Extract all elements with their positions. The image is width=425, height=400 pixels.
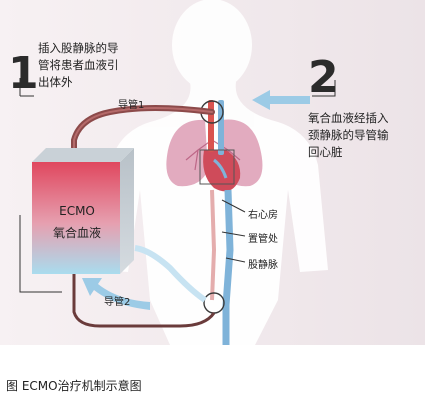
catheter-2-tube bbox=[72, 268, 216, 328]
step-1-line-3: 出体外 bbox=[38, 75, 73, 89]
femoral-vein-label: 股静脉 bbox=[248, 260, 278, 271]
catheter-1-label: 导管1 bbox=[118, 100, 145, 111]
arrow-to-neck bbox=[252, 90, 310, 110]
catheter-2-label: 导管2 bbox=[104, 297, 131, 308]
ecmo-machine bbox=[32, 148, 134, 274]
leader-lines bbox=[221, 199, 246, 263]
ecmo-machine-desc: 氧合血液 bbox=[52, 226, 101, 240]
figure-caption: 图 ECMO治疗机制示意图 bbox=[6, 379, 142, 393]
ecmo-machine-name: ECMO bbox=[59, 204, 95, 218]
right-atrium-box bbox=[199, 149, 235, 185]
right-atrium-label: 右心房 bbox=[248, 210, 278, 221]
step-1-line-1: 插入股静脉的导 bbox=[38, 41, 119, 55]
step-2-line-1: 氧合血液经插入 bbox=[308, 111, 389, 125]
flow-arrows bbox=[82, 90, 310, 310]
ecmo-diagram: 1 插入股静脉的导 管将患者血液引 出体外 2 氧合血液经插入 颈静脉的导管输 … bbox=[0, 0, 425, 345]
step-2-line-3: 回心脏 bbox=[308, 145, 343, 159]
arrow-to-ecmo bbox=[82, 278, 150, 310]
ecmo-illustration bbox=[0, 0, 425, 345]
step-2-number: 2 bbox=[308, 52, 339, 103]
step-2-text: 氧合血液经插入 颈静脉的导管输 回心脏 bbox=[308, 110, 389, 161]
aorta bbox=[210, 189, 217, 301]
step-1-text: 插入股静脉的导 管将患者血液引 出体外 bbox=[38, 40, 119, 91]
catheter-1-highlight bbox=[73, 107, 213, 161]
text-connectors bbox=[19, 78, 336, 293]
placement-label: 置管处 bbox=[248, 234, 278, 245]
step-2-line-2: 颈静脉的导管输 bbox=[308, 128, 389, 142]
step-1-number: 1 bbox=[8, 48, 39, 99]
step-1-line-2: 管将患者血液引 bbox=[38, 58, 119, 72]
return-tube-lower bbox=[134, 245, 207, 303]
vena-cava bbox=[222, 189, 234, 345]
